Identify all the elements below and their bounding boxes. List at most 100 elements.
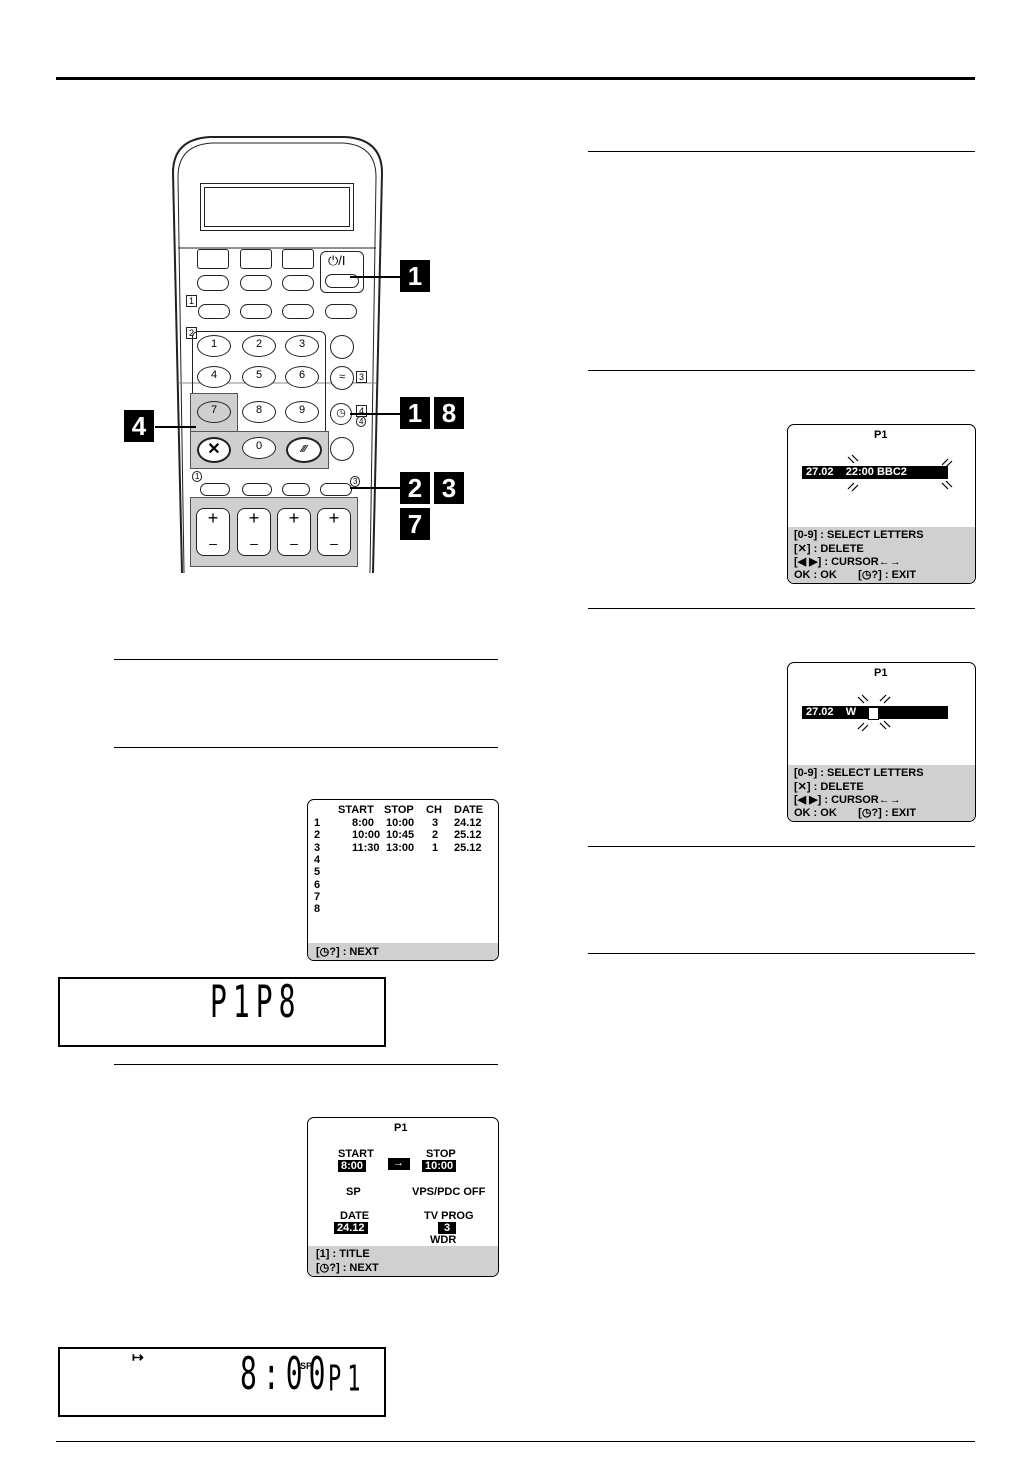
minus-sign: – xyxy=(330,535,338,551)
digit-7-button[interactable]: 7 xyxy=(197,401,231,423)
adjust-button-3[interactable]: +– xyxy=(277,508,311,556)
help-line-1: [0-9] : SELECT LETTERS xyxy=(794,767,924,779)
right-rule-2 xyxy=(588,370,975,371)
digit-2-button[interactable]: 2 xyxy=(242,335,276,357)
remote-top-button[interactable] xyxy=(197,249,229,269)
list-cell-stop: 13:00 xyxy=(386,841,415,854)
remote-func-button[interactable] xyxy=(198,304,230,319)
start-label: START xyxy=(338,1148,374,1160)
timer-func-button[interactable] xyxy=(200,483,230,496)
minus-sign: – xyxy=(250,535,258,551)
program-footer: [1] : TITLE [◷?] : NEXT xyxy=(308,1246,498,1276)
remote-row-button[interactable] xyxy=(282,275,314,291)
plus-sign: + xyxy=(288,508,300,528)
right-rule-3 xyxy=(588,608,975,609)
lcd-program: P1 xyxy=(328,1360,367,1400)
right-rule-5 xyxy=(588,953,975,954)
title-entry-screen-2: P1 27.02 W [0-9] : SELECT LETTERS [✕] : … xyxy=(787,662,976,822)
digit-8-button[interactable]: 8 xyxy=(242,401,276,423)
title-screen-2-heading: P1 xyxy=(874,667,888,679)
title-bar-1-text: 27.02 22:00 BBC2 xyxy=(806,466,907,478)
speed-value: SP xyxy=(346,1186,361,1198)
cursor-blink-icon xyxy=(857,694,891,732)
side-button[interactable] xyxy=(330,335,354,359)
help-line-1: [0-9] : SELECT LETTERS xyxy=(794,529,924,541)
plus-sign: + xyxy=(248,508,260,528)
wifi-icon[interactable]: ≈ xyxy=(330,366,354,390)
step-callout-7: 7 xyxy=(400,508,430,540)
help-line-3: [◀ ▶] : CURSOR←→ xyxy=(794,556,901,568)
slash-button[interactable]: ⁄⁄⁄ xyxy=(286,437,322,463)
remote-func-button[interactable] xyxy=(240,304,272,319)
step-callout-1b: 1 xyxy=(400,397,430,429)
remote-func-button[interactable] xyxy=(325,304,357,319)
lcd-time: 8:00 xyxy=(240,1347,332,1400)
vcr-display-1: P1P8 xyxy=(58,975,386,1047)
digit-4-button[interactable]: 4 xyxy=(197,366,231,388)
timer-ff-button[interactable] xyxy=(282,483,310,496)
minus-sign: – xyxy=(290,535,298,551)
list-cell-start: 11:30 xyxy=(352,841,380,854)
program-footer-2: [◷?] : NEXT xyxy=(316,1262,379,1274)
lcd-speed: SP xyxy=(300,1361,313,1371)
timer-clock-button[interactable] xyxy=(242,483,272,496)
adjust-button-4[interactable]: +– xyxy=(317,508,351,556)
title-screen-1-heading: P1 xyxy=(874,429,888,441)
vcr-display-2: ↦ SP 8:00 P1 xyxy=(58,1347,386,1417)
box-3-label: 3 xyxy=(356,371,368,383)
side-button-2[interactable] xyxy=(330,437,354,461)
step-callout-1a: 1 xyxy=(400,260,430,292)
list-cell-n: 8 xyxy=(314,903,321,916)
digit-9-button[interactable]: 9 xyxy=(285,401,319,423)
help-line-2: [✕] : DELETE xyxy=(794,781,864,793)
arrow-text: → xyxy=(393,1157,404,1169)
tvprog-value: 3 xyxy=(438,1222,457,1234)
timer-right-button[interactable] xyxy=(320,483,352,496)
title-entry-screen-1: P1 27.02 22:00 BBC2 [0-9] : SELECT LETTE… xyxy=(787,424,976,584)
list-cell-date: 24.12 xyxy=(454,817,482,829)
help-line-4: OK : OK [◷?] : EXIT xyxy=(794,807,917,819)
col-start-header: START xyxy=(338,804,374,816)
remote-display-inner xyxy=(204,187,350,227)
digit-3-button[interactable]: 3 xyxy=(285,335,319,357)
list-cell-n: 7 xyxy=(314,890,321,903)
list-footer-text: [◷?] : NEXT xyxy=(316,946,379,958)
list-cell-stop: 10:00 xyxy=(386,817,415,829)
minus-sign: – xyxy=(209,535,217,551)
adjust-button-2[interactable]: +– xyxy=(237,508,271,556)
remote-func-button[interactable] xyxy=(282,304,314,319)
adjust-button-1[interactable]: +– xyxy=(196,508,230,556)
list-cell-ch: 2 xyxy=(432,829,439,842)
remote-display xyxy=(200,183,354,231)
title-screen-2-footer: [0-9] : SELECT LETTERS [✕] : DELETE [◀ ▶… xyxy=(788,765,975,821)
start-value: 8:00 xyxy=(338,1160,367,1172)
top-rule xyxy=(56,77,975,80)
program-title: P1 xyxy=(394,1122,408,1134)
clear-button[interactable]: ✕ xyxy=(197,437,231,463)
list-cell-stop: 10:45 xyxy=(386,829,415,842)
remote-top-button[interactable] xyxy=(282,249,314,269)
step-callout-2: 2 xyxy=(400,472,430,504)
date-value: 24.12 xyxy=(334,1222,368,1234)
list-cell-date: 25.12 xyxy=(454,841,482,854)
left-rule-3 xyxy=(114,1064,498,1065)
digit-1-button[interactable]: 1 xyxy=(197,335,231,357)
remote-row-button[interactable] xyxy=(197,275,229,291)
digit-5-button[interactable]: 5 xyxy=(242,366,276,388)
right-rule-4 xyxy=(588,846,975,847)
list-cell-date: 25.12 xyxy=(454,829,482,842)
program-entry-screen: P1 START 8:00 → STOP 10:00 SP VPS/PDC OF… xyxy=(307,1117,499,1277)
list-cell-n: 5 xyxy=(314,866,321,879)
remote-top-button[interactable] xyxy=(240,249,272,269)
power-box xyxy=(320,251,364,293)
digit-6-button[interactable]: 6 xyxy=(285,366,319,388)
box-1-label: 1 xyxy=(186,295,198,307)
list-cell-start: 10:00 xyxy=(352,829,381,842)
col-stop-header: STOP xyxy=(384,804,414,816)
plus-sign: + xyxy=(207,508,219,528)
digit-0-button[interactable]: 0 xyxy=(242,437,276,459)
right-rule-1 xyxy=(588,151,975,152)
list-cell-ch: 1 xyxy=(432,841,439,854)
list-cell-n: 1 xyxy=(314,817,321,829)
remote-row-button[interactable] xyxy=(240,275,272,291)
